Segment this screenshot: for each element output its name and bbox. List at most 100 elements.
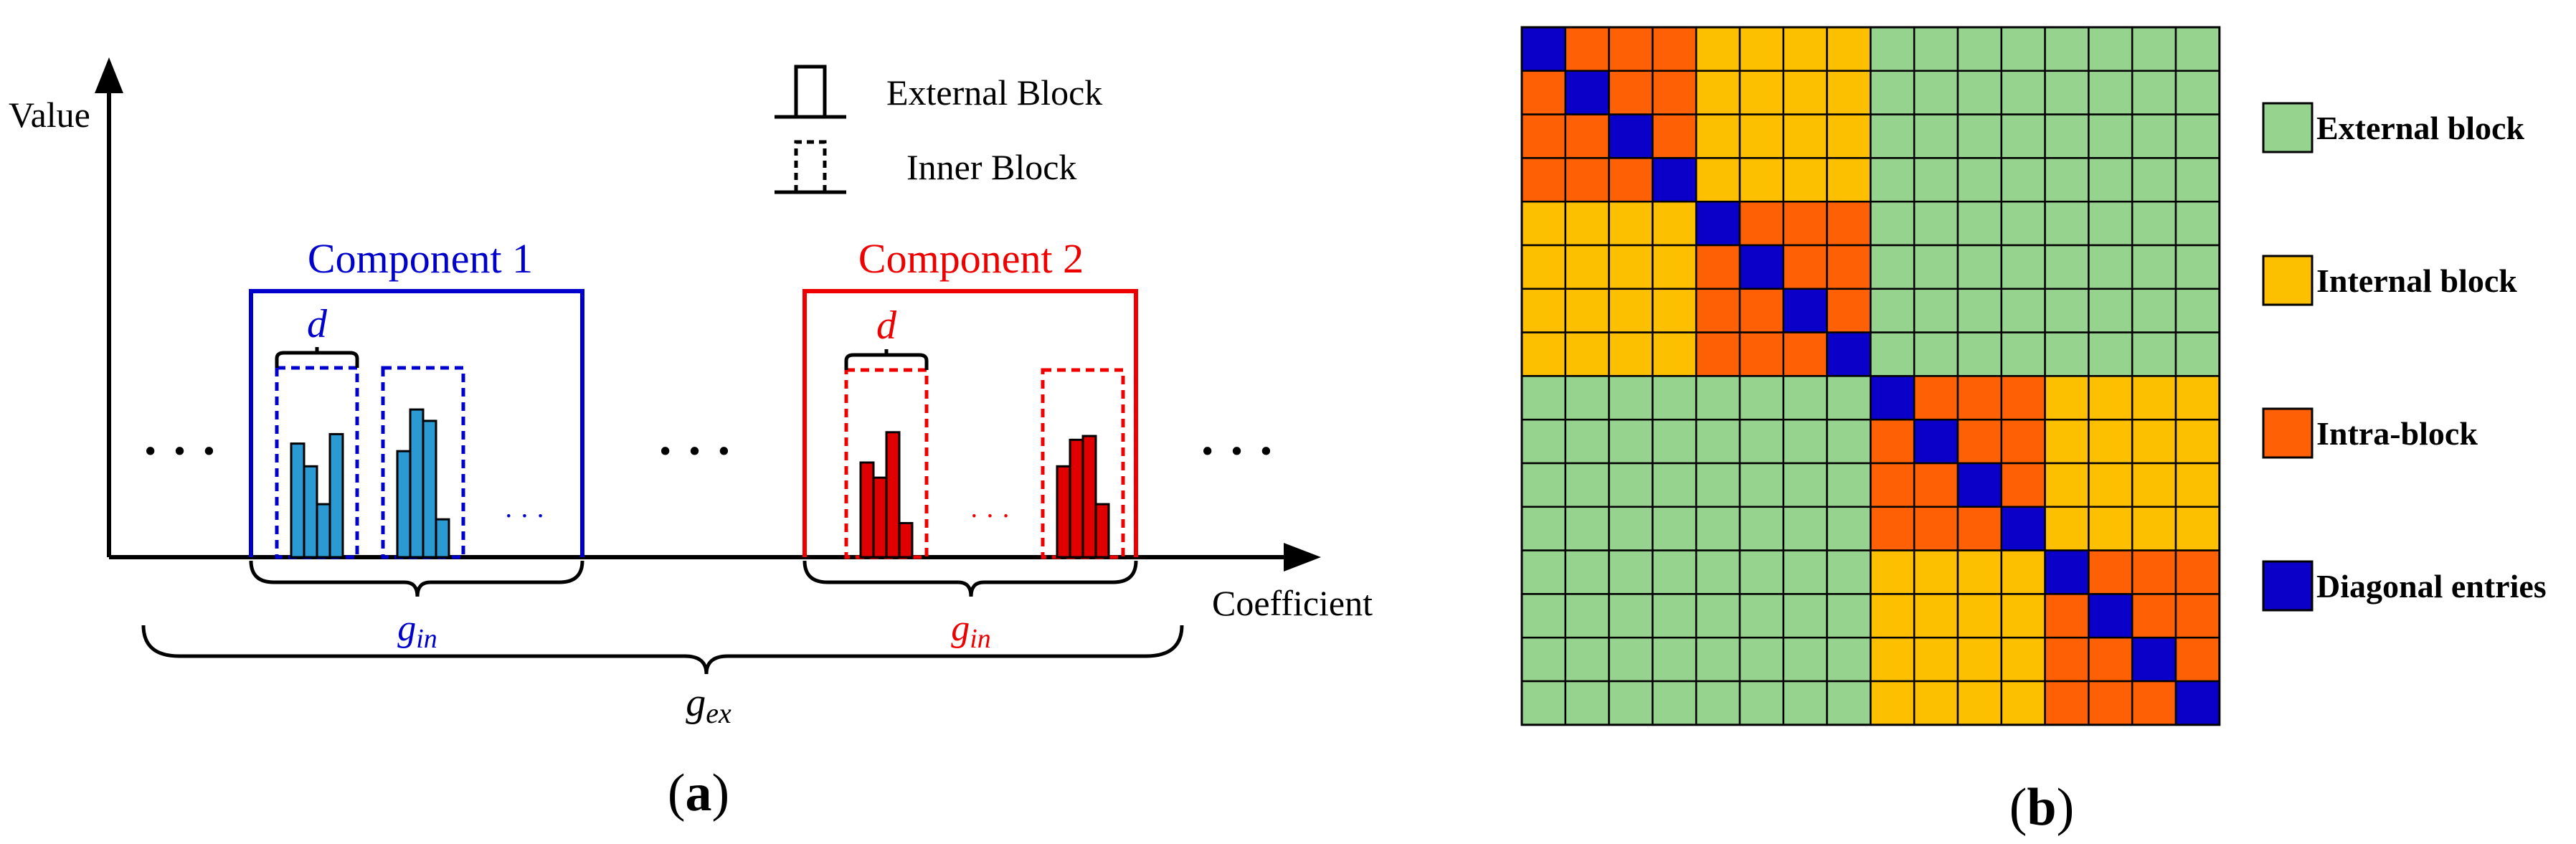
matrix-cell-internal <box>1782 26 1828 72</box>
matrix-cell-external <box>1782 680 1828 726</box>
component-2-block-2-bar-1 <box>1056 465 1071 559</box>
matrix-cell-internal <box>2000 680 2046 726</box>
panel-a: Value Coefficient External Block Inner B… <box>9 57 1373 822</box>
matrix-cell-intra <box>2131 549 2177 595</box>
matrix-cell-diagonal <box>1695 200 1741 247</box>
matrix-cell-external <box>1520 549 1567 595</box>
component-1-block-1-bar-2 <box>303 465 318 559</box>
matrix-cell-intra <box>1956 375 2003 421</box>
legend-swatch-diagonal <box>2262 560 2314 612</box>
ellipsis-left: · · · <box>142 424 217 479</box>
matrix-cell-external <box>2000 200 2046 247</box>
matrix-cell-internal <box>2000 549 2046 595</box>
matrix-cell-internal <box>1782 113 1828 159</box>
component-2-block-1-bar-3 <box>885 431 901 559</box>
caption-a: (a) <box>668 764 729 822</box>
matrix-cell-internal <box>2088 462 2134 508</box>
matrix-cell-external <box>1826 593 1872 639</box>
matrix-cell-diagonal <box>2044 549 2090 595</box>
matrix-cell-internal <box>2044 506 2090 551</box>
matrix-cell-external <box>1564 375 1610 421</box>
matrix-cell-external <box>2044 70 2090 115</box>
component-1-block-2-bar-2 <box>409 408 425 559</box>
matrix-cell-external <box>1870 200 1916 247</box>
matrix-cell-intra <box>1782 244 1828 290</box>
matrix-cell-external <box>1826 506 1872 551</box>
matrix-cell-diagonal <box>2000 506 2046 551</box>
matrix-cell-external <box>1652 593 1697 639</box>
matrix-cell-external <box>1652 506 1697 551</box>
matrix-cell-internal <box>1695 70 1741 115</box>
matrix-cell-external <box>2000 113 2046 159</box>
matrix-cell-internal <box>1738 113 1785 159</box>
external-block-icon <box>775 65 846 119</box>
y-axis-arrow-icon <box>95 57 123 93</box>
matrix-cell-diagonal <box>1652 157 1697 203</box>
matrix-cell-external <box>1520 506 1567 551</box>
matrix-cell-external <box>2044 331 2090 377</box>
matrix-cell-diagonal <box>1782 288 1828 333</box>
matrix-cell-external <box>2174 113 2221 159</box>
matrix-cell-diagonal <box>1608 113 1654 159</box>
component-1-block-2-bar-3 <box>422 419 437 559</box>
matrix-cell-intra <box>1564 113 1610 159</box>
matrix-cell-intra <box>1564 157 1610 203</box>
matrix-cell-intra <box>2044 636 2090 683</box>
matrix-cell-internal <box>1652 244 1697 290</box>
matrix-cell-intra <box>1564 26 1610 72</box>
component-2-d-bracket <box>844 353 929 370</box>
matrix-cell-external <box>1870 288 1916 333</box>
matrix-cell-external <box>1782 506 1828 551</box>
matrix-cell-external <box>1652 680 1697 726</box>
component-1-g-in-label: gin <box>397 608 437 654</box>
matrix-cell-external <box>1913 244 1959 290</box>
matrix-cell-external <box>1738 593 1785 639</box>
component-1-block-1-bars <box>290 432 344 559</box>
matrix-cell-internal <box>1826 26 1872 72</box>
matrix-cell-internal <box>2088 418 2134 465</box>
matrix-cell-diagonal <box>1738 244 1785 290</box>
matrix-cell-intra <box>1695 288 1741 333</box>
matrix-cell-external <box>1956 331 2003 377</box>
matrix-cell-external <box>1520 680 1567 726</box>
component-1-small-ellipsis: · · · <box>504 501 545 531</box>
matrix-cell-external <box>1738 506 1785 551</box>
matrix-cell-external <box>1695 375 1741 421</box>
matrix-cell-internal <box>1956 636 2003 683</box>
matrix-cell-intra <box>2000 375 2046 421</box>
matrix-cell-external <box>2131 113 2177 159</box>
matrix-cell-internal <box>1695 157 1741 203</box>
matrix-cell-internal <box>2131 418 2177 465</box>
matrix-cell-intra <box>1738 200 1785 247</box>
matrix-cell-internal <box>2000 593 2046 639</box>
component-2-g-in-brace <box>802 560 1138 597</box>
matrix-cell-external <box>1695 418 1741 465</box>
matrix-cell-external <box>1956 200 2003 247</box>
matrix-cell-intra <box>1782 331 1828 377</box>
matrix-cell-external <box>1956 70 2003 115</box>
matrix-cell-intra <box>2174 549 2221 595</box>
matrix-cell-internal <box>1738 26 1785 72</box>
matrix-cell-internal <box>1695 113 1741 159</box>
matrix-cell-internal <box>1520 288 1567 333</box>
component-1-block-1-bar-3 <box>316 503 331 559</box>
matrix-cell-external <box>1564 418 1610 465</box>
matrix-cell-external <box>1608 506 1654 551</box>
matrix-cell-external <box>1913 70 1959 115</box>
component-2-block-2-bar-3 <box>1081 435 1097 559</box>
component-2-block-1-bars <box>859 431 914 559</box>
matrix-cell-intra <box>1520 113 1567 159</box>
matrix-cell-internal <box>1652 200 1697 247</box>
matrix-cell-internal <box>2088 375 2134 421</box>
matrix-cell-intra <box>1826 288 1872 333</box>
matrix-cell-external <box>1738 549 1785 595</box>
matrix-cell-external <box>1870 157 1916 203</box>
matrix-cell-external <box>2000 157 2046 203</box>
matrix-cell-external <box>1826 418 1872 465</box>
matrix-cell-intra <box>1738 288 1785 333</box>
matrix-cell-internal <box>1870 593 1916 639</box>
matrix-cell-internal <box>1826 157 1872 203</box>
x-axis-label: Coefficient <box>1212 583 1373 623</box>
matrix-cell-diagonal <box>2174 680 2221 726</box>
